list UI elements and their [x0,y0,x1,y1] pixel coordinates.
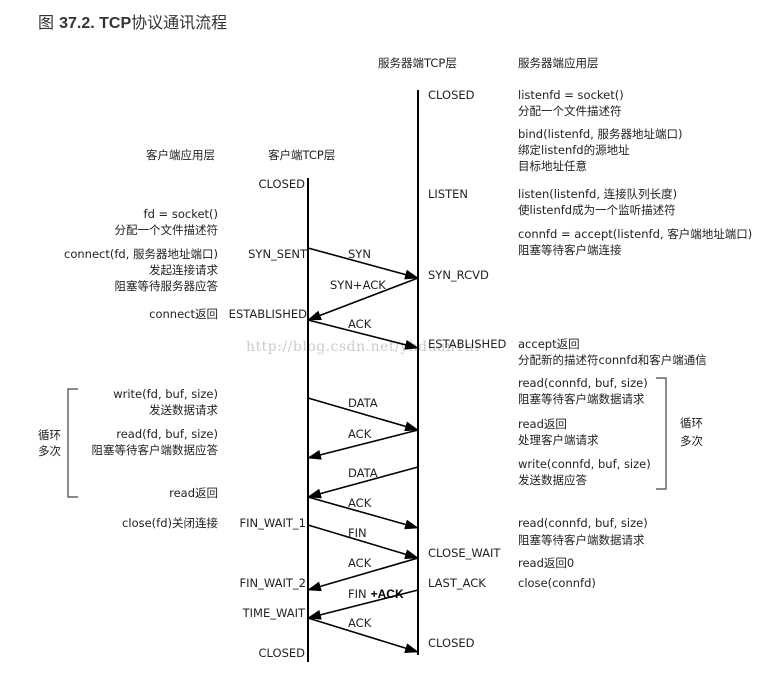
client-note-connect: connect(fd, 服务器地址端口) [64,247,218,261]
header-server-app: 服务器端应用层 [518,56,599,70]
server-note-write: write(connfd, buf, size) [518,457,651,471]
client-note-read-desc: 阻塞等待客户端数据应答 [91,443,219,457]
figure-caption: 图 37.2. TCP协议通讯流程 [38,15,227,32]
server-note-listen-desc: 使listenfd成为一个监听描述符 [518,203,676,217]
server-loop-label-2: 多次 [680,434,703,448]
client-note-socket: fd = socket() [143,207,218,221]
caption-title: 协议通讯流程 [131,13,228,32]
server-note-bind-desc2: 目标地址任意 [518,159,587,173]
msg-ack-request: ACK [348,427,372,441]
server-note-read2: read(connfd, buf, size) [518,516,648,530]
server-note-bind: bind(listenfd, 服务器地址端口) [518,127,683,141]
server-state-last-ack: LAST_ACK [428,576,486,590]
server-note-read1: read(connfd, buf, size) [518,376,648,390]
msg-fin-client: FIN [348,526,367,540]
msg-ack-handshake: ACK [348,317,372,331]
server-state-close-wait: CLOSE_WAIT [428,546,501,560]
caption-number: 37.2. TCP [59,15,132,32]
header-client-tcp: 客户端TCP层 [268,148,336,162]
client-note-write-desc: 发送数据请求 [149,403,218,417]
server-state-established: ESTABLISHED [428,337,507,351]
server-note-read-return: read返回 [518,417,567,431]
msg-fin-server-added: +ACK [370,587,404,601]
client-note-close: close(fd)关闭连接 [122,516,218,530]
server-state-syn-rcvd: SYN_RCVD [428,268,489,282]
client-loop-label-2: 多次 [38,444,61,458]
server-note-accept-return: accept返回 [518,337,580,351]
client-state-syn-sent: SYN_SENT [248,247,307,261]
msg-data-reply: DATA [348,466,378,480]
msg-ack-server: ACK [348,556,372,570]
server-note-read-return-desc: 处理客户端请求 [518,433,599,447]
server-note-bind-desc1: 绑定listenfd的源地址 [518,143,630,157]
server-note-read1-desc: 阻塞等待客户端数据请求 [518,392,645,406]
server-note-accept-return-desc: 分配新的描述符connfd和客户端通信 [518,353,707,367]
msg-data-request: DATA [348,396,378,410]
server-state-listen: LISTEN [428,187,468,201]
arrow-ack-server [307,557,419,592]
client-note-connect-return: connect返回 [149,307,218,321]
server-note-accept-desc: 阻塞等待客户端连接 [518,243,622,257]
arrow-syn [307,247,419,280]
server-state-closed: CLOSED [428,88,475,102]
arrow-data-request [307,397,419,432]
client-state-fin-wait-1: FIN_WAIT_1 [239,516,306,530]
msg-ack-final: ACK [348,616,372,630]
client-note-connect-desc1: 发起连接请求 [149,263,218,277]
client-loop-bracket [67,388,78,498]
arrow-ack-request [307,429,419,460]
client-state-fin-wait-2: FIN_WAIT_2 [239,576,306,590]
server-state-closed-final: CLOSED [428,636,475,650]
server-note-write-desc: 发送数据应答 [518,473,587,487]
client-note-read: read(fd, buf, size) [116,427,218,441]
client-note-socket-desc: 分配一个文件描述符 [114,223,219,237]
arrow-ack-reply [307,496,419,530]
server-loop-label-1: 循环 [680,416,703,430]
arrow-ack-final [307,617,419,653]
client-state-established: ESTABLISHED [228,307,307,321]
caption-prefix: 图 [38,13,60,32]
msg-syn: SYN [348,247,371,261]
client-state-closed-final: CLOSED [258,646,306,660]
server-note-accept: connfd = accept(listenfd, 客户端地址端口) [518,227,753,241]
msg-fin-server: FIN+ACK [348,588,404,601]
server-loop-bracket [656,377,667,490]
arrow-syn-ack [307,277,419,321]
client-note-connect-desc2: 阻塞等待服务器应答 [114,279,219,293]
client-note-read-return: read返回 [169,486,218,500]
header-client-app: 客户端应用层 [146,148,215,162]
header-server-tcp: 服务器端TCP层 [378,56,457,70]
client-loop-label-1: 循环 [38,428,61,442]
arrow-fin-client [307,524,419,560]
watermark: http://blog.csdn.net/yhduan1ni [246,339,480,355]
msg-syn-ack: SYN+ACK [330,278,386,292]
client-note-write: write(fd, buf, size) [113,387,218,401]
msg-fin-server-label: FIN [348,587,367,601]
server-note-socket-desc: 分配一个文件描述符 [518,104,622,118]
server-note-socket: listenfd = socket() [518,88,624,102]
arrow-ack-handshake [307,319,419,350]
client-state-time-wait: TIME_WAIT [242,606,305,620]
server-note-listen: listen(listenfd, 连接队列长度) [518,187,678,201]
msg-ack-reply: ACK [348,496,372,510]
server-note-read2-return: read返回0 [518,556,575,570]
server-note-close: close(connfd) [518,576,596,590]
client-state-closed: CLOSED [258,177,306,191]
arrow-data-reply [307,466,419,499]
arrow-fin-server [307,589,419,620]
server-note-read2-desc: 阻塞等待客户端数据请求 [518,533,645,547]
